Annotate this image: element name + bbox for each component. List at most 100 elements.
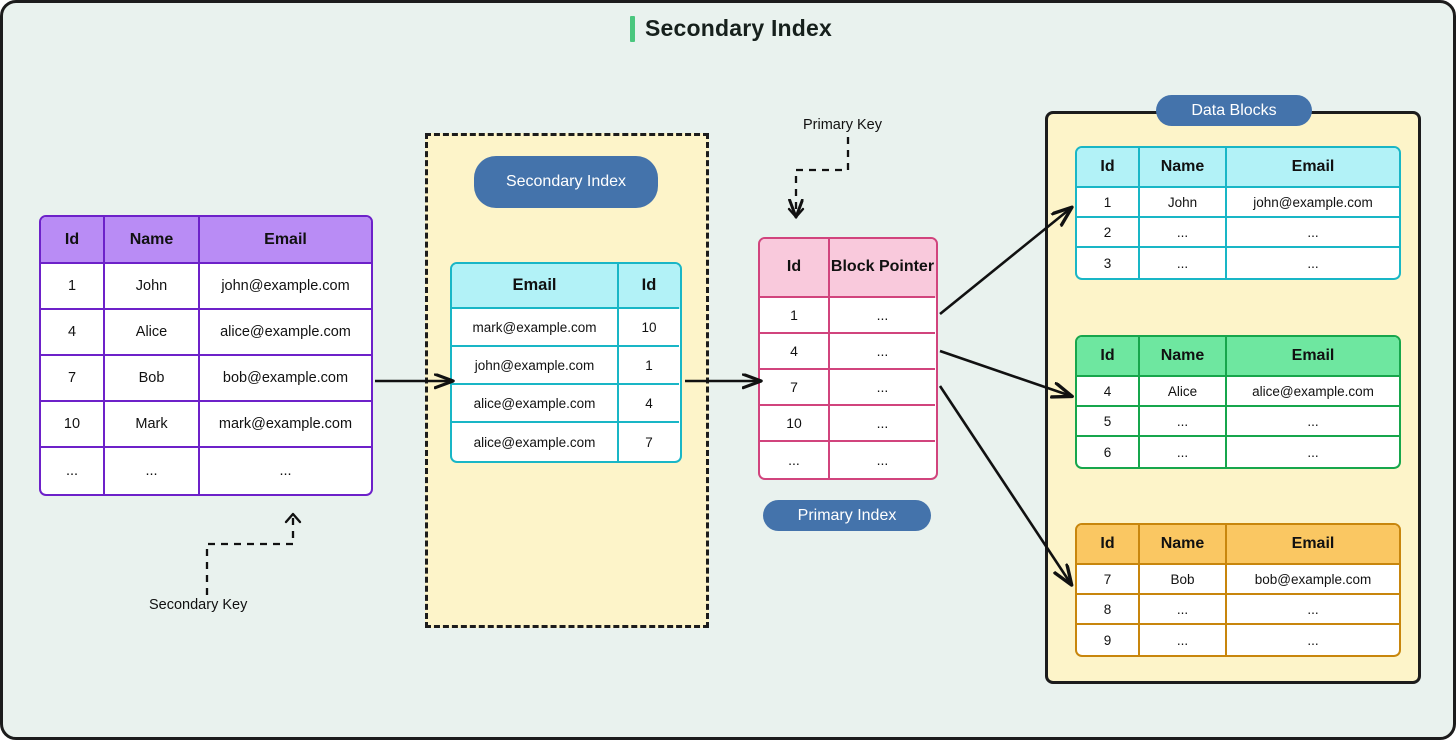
data-block-2: Id Name Email 4 Alice alice@example.com … <box>1075 335 1401 469</box>
cell-id: 7 <box>760 370 830 406</box>
table-header-row: Id Name Email <box>1077 525 1399 565</box>
cell-id: 8 <box>1077 595 1140 625</box>
title-text: Secondary Index <box>644 15 833 41</box>
column-header-email: Email <box>1227 148 1399 188</box>
cell-id: 10 <box>41 402 105 448</box>
cell-block-pointer: ... <box>830 334 935 370</box>
column-header-name: Name <box>105 217 200 264</box>
cell-id: 5 <box>1077 407 1140 437</box>
table-row: 1 John john@example.com <box>41 264 371 310</box>
cell-name: Alice <box>105 310 200 356</box>
table-row: 3 ... ... <box>1077 248 1399 278</box>
column-header-name: Name <box>1140 148 1227 188</box>
dashed-arrow-secondary-key <box>205 515 295 595</box>
cell-name: Mark <box>105 402 200 448</box>
cell-email: alice@example.com <box>200 310 371 356</box>
column-header-id: Id <box>41 217 105 264</box>
column-header-id: Id <box>1077 525 1140 565</box>
cell-block-pointer: ... <box>830 406 935 442</box>
table-row: ... ... <box>760 442 936 478</box>
cell-block-pointer: ... <box>830 370 935 406</box>
cell-email: alice@example.com <box>1227 377 1399 407</box>
cell-email: alice@example.com <box>452 385 619 423</box>
cell-email: ... <box>1227 218 1399 248</box>
cell-id: 6 <box>1077 437 1140 467</box>
table-row: john@example.com 1 <box>452 347 680 385</box>
cell-id: 1 <box>760 298 830 334</box>
cell-email: bob@example.com <box>200 356 371 402</box>
cell-id: 4 <box>41 310 105 356</box>
cell-email: mark@example.com <box>200 402 371 448</box>
cell-id: 1 <box>1077 188 1140 218</box>
column-header-email: Email <box>200 217 371 264</box>
cell-id: 10 <box>619 309 679 347</box>
cell-id: 1 <box>619 347 679 385</box>
secondary-key-label: Secondary Key <box>149 597 248 613</box>
cell-name: John <box>1140 188 1227 218</box>
table-row: alice@example.com 4 <box>452 385 680 423</box>
cell-email: ... <box>1307 255 1319 271</box>
cell-email: bob@example.com <box>1227 565 1399 595</box>
table-header-row: Id Name Email <box>41 217 371 264</box>
table-row: 1 ... <box>760 298 936 334</box>
column-header-name: Name <box>1140 525 1227 565</box>
cell-name: Alice <box>1140 377 1227 407</box>
cell-name: ... <box>105 448 200 494</box>
primary-key-label: Primary Key <box>803 117 882 133</box>
cell-name: John <box>105 264 200 310</box>
table-row: 5 ... ... <box>1077 407 1399 437</box>
table-row: alice@example.com 7 <box>452 423 680 461</box>
cell-email: john@example.com <box>1227 188 1399 218</box>
cell-id: 3 <box>1077 248 1140 278</box>
table-header-row: Email Id <box>452 264 680 309</box>
column-header-email: Email <box>452 264 619 309</box>
column-header-id: Id <box>1077 337 1140 377</box>
data-block-3: Id Name Email 7 Bob bob@example.com 8 ..… <box>1075 523 1401 657</box>
cell-name: ... <box>1140 595 1227 625</box>
cell-id: 2 <box>1077 218 1140 248</box>
table-header-row: Id Block Pointer <box>760 239 936 298</box>
cell-id: ... <box>760 442 830 478</box>
table-row: 1 John john@example.com <box>1077 188 1399 218</box>
cell-email: ... <box>1227 407 1399 437</box>
cell-email: mark@example.com <box>452 309 619 347</box>
cell-block-pointer: ... <box>876 452 889 468</box>
table-row: 7 Bob bob@example.com <box>1077 565 1399 595</box>
column-header-id: Id <box>619 264 679 309</box>
table-row: mark@example.com 10 <box>452 309 680 347</box>
table-row: 4 Alice alice@example.com <box>41 310 371 356</box>
secondary-index-badge: Secondary Index <box>474 156 658 208</box>
cell-name: Bob <box>105 356 200 402</box>
secondary-index-table: Email Id mark@example.com 10 john@exampl… <box>450 262 682 463</box>
data-blocks-badge: Data Blocks <box>1156 95 1312 126</box>
table-row: 7 ... <box>760 370 936 406</box>
cell-email: ... <box>279 463 292 479</box>
cell-id: 7 <box>41 356 105 402</box>
dashed-arrow-primary-key <box>796 137 850 216</box>
cell-email: alice@example.com <box>452 423 619 461</box>
dashed-arrowhead-primary-key <box>787 207 805 219</box>
cell-id: 10 <box>760 406 830 442</box>
table-row: 2 ... ... <box>1077 218 1399 248</box>
table-row: 7 Bob bob@example.com <box>41 356 371 402</box>
primary-index-badge: Primary Index <box>763 500 931 531</box>
cell-id: 4 <box>760 334 830 370</box>
cell-name: ... <box>1140 407 1227 437</box>
cell-id: ... <box>41 448 105 494</box>
table-header-row: Id Name Email <box>1077 337 1399 377</box>
cell-id: 4 <box>619 385 679 423</box>
cell-id: 7 <box>1077 565 1140 595</box>
cell-id: 9 <box>1077 625 1140 655</box>
dashed-arrowhead-secondary-key <box>284 512 302 524</box>
table-row: 8 ... ... <box>1077 595 1399 625</box>
cell-name: ... <box>1140 248 1227 278</box>
cell-id: 1 <box>41 264 105 310</box>
cell-email: ... <box>1307 632 1319 648</box>
cell-name: Bob <box>1140 565 1227 595</box>
table-row: 4 Alice alice@example.com <box>1077 377 1399 407</box>
cell-id: 7 <box>645 434 653 450</box>
cell-name: ... <box>1140 437 1227 467</box>
table-row: 6 ... ... <box>1077 437 1399 467</box>
primary-index-table: Id Block Pointer 1 ... 4 ... 7 ... 10 ..… <box>758 237 938 480</box>
cell-email: ... <box>1307 444 1319 460</box>
